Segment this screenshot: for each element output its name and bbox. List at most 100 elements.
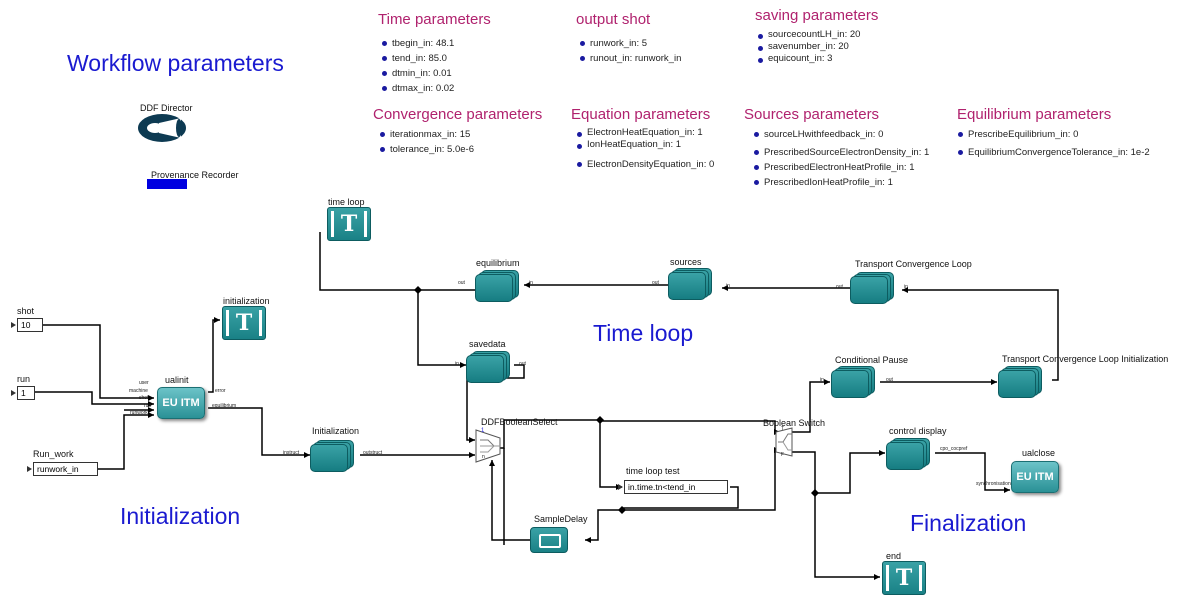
param-item[interactable]: ElectronDensityEquation_in: 0 xyxy=(575,157,714,172)
end-label: end xyxy=(886,551,902,561)
workflow-parameters-label: Workflow parameters xyxy=(67,50,284,76)
port-label: user xyxy=(139,380,149,386)
saving-params-title: saving parameters xyxy=(755,7,879,24)
time-loop-actor-label: time loop xyxy=(328,197,365,207)
equilibrium-actor-label: equilibrium xyxy=(476,258,520,268)
time-loop-test-expression[interactable]: in.time.tn<tend_in xyxy=(618,480,728,494)
ddf-boolean-select-icon[interactable] xyxy=(474,428,502,464)
convergence-params-title: Convergence parameters xyxy=(373,106,543,123)
sources-params-list: sourceLHwithfeedback_in: 0 PrescribedSou… xyxy=(752,127,929,190)
param-item[interactable]: dtmax_in: 0.02 xyxy=(380,81,454,96)
ualinit-label: ualinit xyxy=(165,375,189,385)
initialization-actor[interactable] xyxy=(310,440,354,472)
end-composite-icon[interactable]: T xyxy=(882,561,926,595)
param-item[interactable]: PrescribedSourceElectronDensity_in: 1 xyxy=(752,145,929,160)
port-label: error xyxy=(215,388,226,394)
sample-delay-actor[interactable] xyxy=(530,527,568,553)
control-display-actor[interactable] xyxy=(886,438,930,470)
port-label: equilibrium xyxy=(212,403,237,409)
equilibrium-params-title: Equilibrium parameters xyxy=(957,106,1112,123)
param-item[interactable]: sourceLHwithfeedback_in: 0 xyxy=(752,127,929,145)
equilibrium-actor[interactable] xyxy=(475,270,519,302)
finalization-label: Finalization xyxy=(910,510,1027,536)
run-work-label: Run_work xyxy=(33,449,74,459)
transport-loop-actor[interactable] xyxy=(850,272,894,304)
shot-label: shot xyxy=(17,306,35,316)
sources-actor[interactable] xyxy=(668,268,712,300)
transport-loop-init-label: Transport Convergence Loop Initializatio… xyxy=(1002,354,1169,364)
param-item[interactable]: dtmin_in: 0.01 xyxy=(380,66,454,81)
param-item[interactable]: EquilibriumConvergenceTolerance_in: 1e-2 xyxy=(956,145,1150,160)
control-display-label: control display xyxy=(889,426,947,436)
boolean-switch-icon[interactable] xyxy=(774,426,794,458)
conditional-pause-label: Conditional Pause xyxy=(835,355,909,365)
initialization-composite-icon[interactable]: T xyxy=(222,306,266,340)
param-item[interactable]: tbegin_in: 48.1 xyxy=(380,36,454,51)
param-item[interactable]: IonHeatEquation_in: 1 xyxy=(575,139,714,151)
output-shot-title: output shot xyxy=(576,11,651,28)
port-label: runwork xyxy=(130,410,148,416)
boolean-switch-label: Boolean Switch xyxy=(763,418,826,428)
initialization-sink-label: initialization xyxy=(223,296,270,306)
savedata-actor[interactable] xyxy=(466,351,510,383)
port-label: in xyxy=(820,377,824,383)
run-work-input[interactable]: runwork_in xyxy=(27,462,98,476)
param-item[interactable]: savenumber_in: 20 xyxy=(756,41,860,53)
port-label: in xyxy=(529,280,533,286)
initialization-label: Initialization xyxy=(120,503,241,529)
param-item[interactable]: sourcecountLH_in: 20 xyxy=(756,29,860,41)
time-loop-composite-icon[interactable]: T xyxy=(327,207,371,241)
equation-params-list: ElectronHeatEquation_in: 1 IonHeatEquati… xyxy=(575,127,714,172)
param-item[interactable]: PrescribedElectronHeatProfile_in: 1 xyxy=(752,160,929,175)
equilibrium-params-list: PrescribeEquilibrium_in: 0 EquilibriumCo… xyxy=(956,127,1150,160)
ddf-director-icon[interactable] xyxy=(137,113,187,143)
port-label: out xyxy=(886,377,893,383)
transport-loop-label: Transport Convergence Loop xyxy=(855,259,972,269)
output-shot-list: runwork_in: 5 runout_in: runwork_in xyxy=(578,36,681,66)
port-label: shot xyxy=(139,395,149,401)
shot-input[interactable]: 10 xyxy=(11,318,43,332)
savedata-label: savedata xyxy=(469,339,506,349)
param-item[interactable]: runwork_in: 5 xyxy=(578,36,681,51)
run-input[interactable]: 1 xyxy=(11,386,35,400)
port-label: 1 xyxy=(481,428,485,434)
param-item[interactable]: PrescribedIonHeatProfile_in: 1 xyxy=(752,175,929,190)
convergence-params-list: iterationmax_in: 15 tolerance_in: 5.0e-6 xyxy=(378,127,474,157)
provenance-recorder-icon[interactable] xyxy=(147,179,187,189)
director-label: DDF Director xyxy=(140,103,193,113)
port-label: out xyxy=(836,284,843,290)
conditional-pause-actor[interactable] xyxy=(831,366,875,398)
param-item[interactable]: ElectronHeatEquation_in: 1 xyxy=(575,127,714,139)
param-item[interactable]: PrescribeEquilibrium_in: 0 xyxy=(956,127,1150,145)
sources-actor-label: sources xyxy=(670,257,702,267)
transport-loop-init-actor[interactable] xyxy=(998,366,1042,398)
sources-params-title: Sources parameters xyxy=(744,106,880,123)
param-item[interactable]: runout_in: runwork_in xyxy=(578,51,681,66)
param-item[interactable]: iterationmax_in: 15 xyxy=(378,127,474,142)
port-label: n xyxy=(482,454,485,460)
time-loop-label: Time loop xyxy=(593,320,694,346)
sample-delay-label: SampleDelay xyxy=(534,514,588,524)
port-label: out xyxy=(458,280,465,286)
ualclose-label: ualclose xyxy=(1022,448,1056,458)
port-label: F xyxy=(781,452,785,458)
port-label: synchronisation xyxy=(976,481,1011,487)
param-item[interactable]: equicount_in: 3 xyxy=(756,53,860,65)
port-label: in xyxy=(726,283,730,289)
provenance-label: Provenance Recorder xyxy=(151,170,239,180)
port-label: run xyxy=(144,403,152,409)
saving-params-list: sourcecountLH_in: 20 savenumber_in: 20 e… xyxy=(756,29,860,65)
ualclose-actor[interactable]: EU ITM xyxy=(1011,461,1059,493)
run-label: run xyxy=(17,374,31,384)
time-params-list: tbegin_in: 48.1 tend_in: 85.0 dtmin_in: … xyxy=(380,36,454,96)
time-params-title: Time parameters xyxy=(378,11,491,28)
ualinit-actor[interactable]: EU ITM xyxy=(157,387,205,419)
param-item[interactable]: tolerance_in: 5.0e-6 xyxy=(378,142,474,157)
param-item[interactable]: tend_in: 85.0 xyxy=(380,51,454,66)
ddf-boolean-select-label: DDFBooleanSelect xyxy=(481,417,558,427)
time-loop-test-label: time loop test xyxy=(626,466,680,476)
port-label: out xyxy=(519,361,526,367)
delay-icon xyxy=(539,534,561,548)
port-label: machine xyxy=(129,388,148,394)
